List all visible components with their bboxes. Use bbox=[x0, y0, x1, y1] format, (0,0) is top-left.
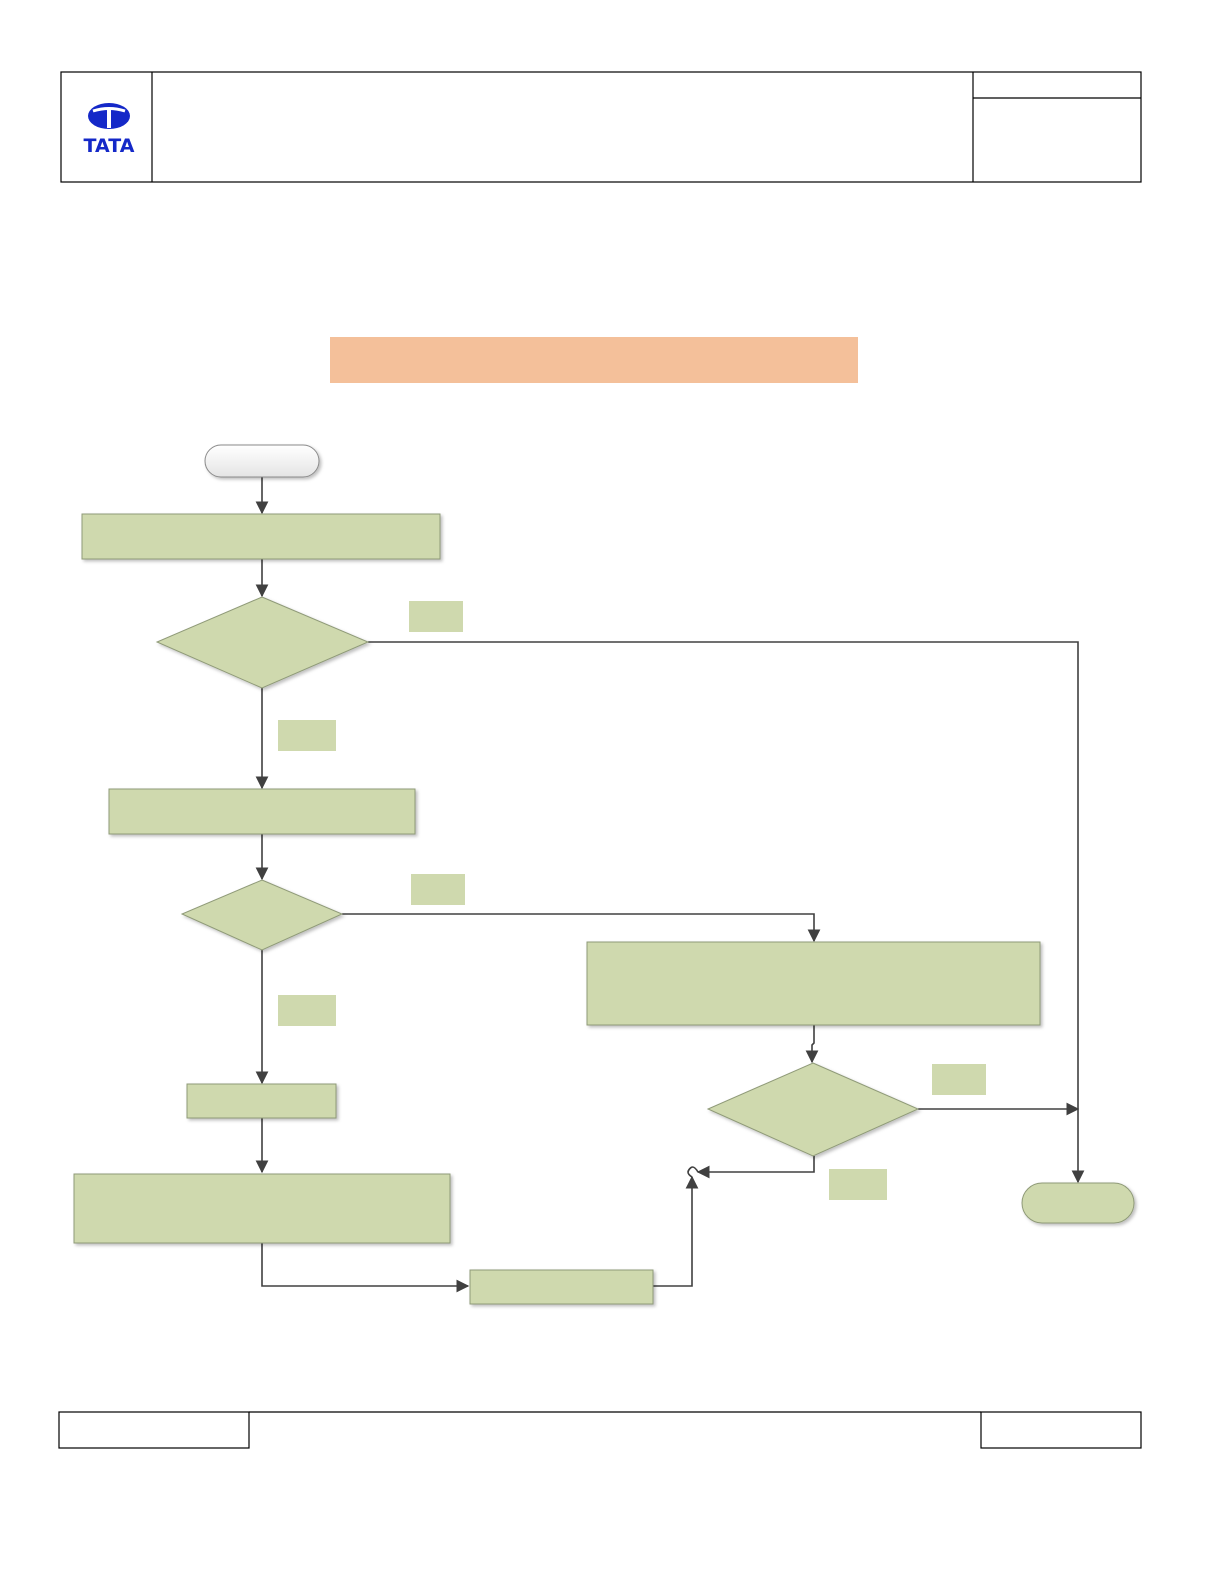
label-d1-down bbox=[278, 720, 336, 751]
step3-process bbox=[186, 1083, 337, 1119]
connectors bbox=[255, 477, 1085, 1293]
start-terminator bbox=[204, 444, 320, 478]
footer bbox=[58, 1411, 1142, 1449]
decision2 bbox=[180, 879, 344, 951]
connector-decision2-step-right bbox=[342, 913, 821, 943]
step1-process bbox=[81, 513, 441, 560]
connector-decision3-step3 bbox=[696, 1156, 815, 1179]
branch-labels bbox=[278, 601, 986, 1200]
label-d2-down bbox=[278, 995, 336, 1026]
connector-step-right-decision3 bbox=[805, 1025, 819, 1064]
title-banner bbox=[330, 337, 858, 383]
label-d3-down bbox=[829, 1169, 887, 1200]
label-d3-side bbox=[932, 1064, 986, 1095]
connector-step5-step-right bbox=[653, 1175, 699, 1287]
header-table bbox=[60, 71, 1142, 183]
line-hop-vertical bbox=[687, 1166, 693, 1178]
flow-shapes bbox=[73, 444, 1135, 1305]
step-right-process bbox=[586, 941, 1041, 1026]
tata-logo-text: TATA bbox=[84, 135, 135, 157]
connector-decision1-end bbox=[368, 641, 1085, 1184]
connector-step4-step5 bbox=[261, 1243, 470, 1293]
tata-logo: TATA bbox=[84, 103, 135, 157]
label-d2-side bbox=[411, 874, 465, 905]
step2-process bbox=[108, 788, 416, 835]
step4-process bbox=[73, 1173, 451, 1244]
end-terminator bbox=[1021, 1182, 1135, 1224]
label-d1-side bbox=[409, 601, 463, 632]
decision1 bbox=[155, 596, 370, 689]
decision3 bbox=[706, 1062, 920, 1157]
step5-process bbox=[469, 1269, 654, 1305]
